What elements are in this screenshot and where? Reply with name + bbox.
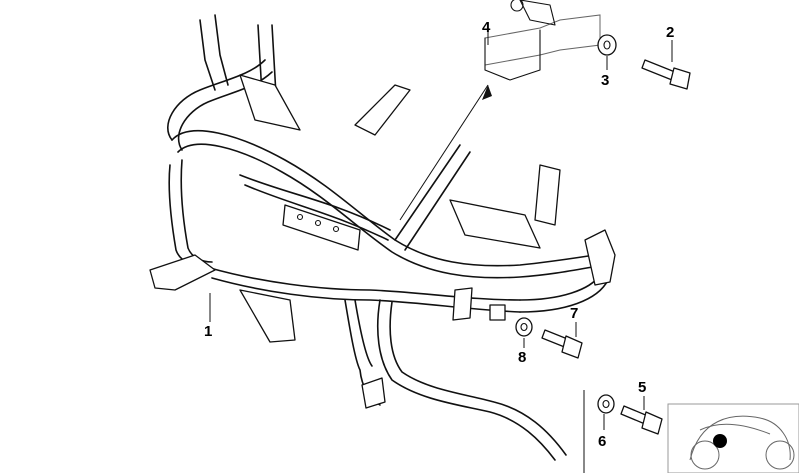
bracket-icon xyxy=(484,0,601,81)
bolt-icon xyxy=(641,59,691,90)
callout-6[interactable]: 6 xyxy=(598,433,607,450)
arrow-head-icon xyxy=(482,85,492,100)
bolt-icon xyxy=(541,329,583,359)
washer-icon xyxy=(515,317,533,337)
washer-icon xyxy=(597,394,615,414)
assembly-arrow xyxy=(399,84,489,221)
callout-1[interactable]: 1 xyxy=(204,323,213,340)
callout-5[interactable]: 5 xyxy=(638,379,647,396)
callout-4[interactable]: 4 xyxy=(482,19,491,36)
motorcycle-thumbnail-icon xyxy=(667,403,799,473)
callout-8[interactable]: 8 xyxy=(518,349,527,366)
callout-3[interactable]: 3 xyxy=(601,72,610,89)
callout-7[interactable]: 7 xyxy=(570,305,579,322)
washer-icon xyxy=(597,34,617,56)
callout-2[interactable]: 2 xyxy=(666,24,675,41)
front-frame-icon xyxy=(149,14,616,461)
bolt-icon xyxy=(620,405,663,435)
